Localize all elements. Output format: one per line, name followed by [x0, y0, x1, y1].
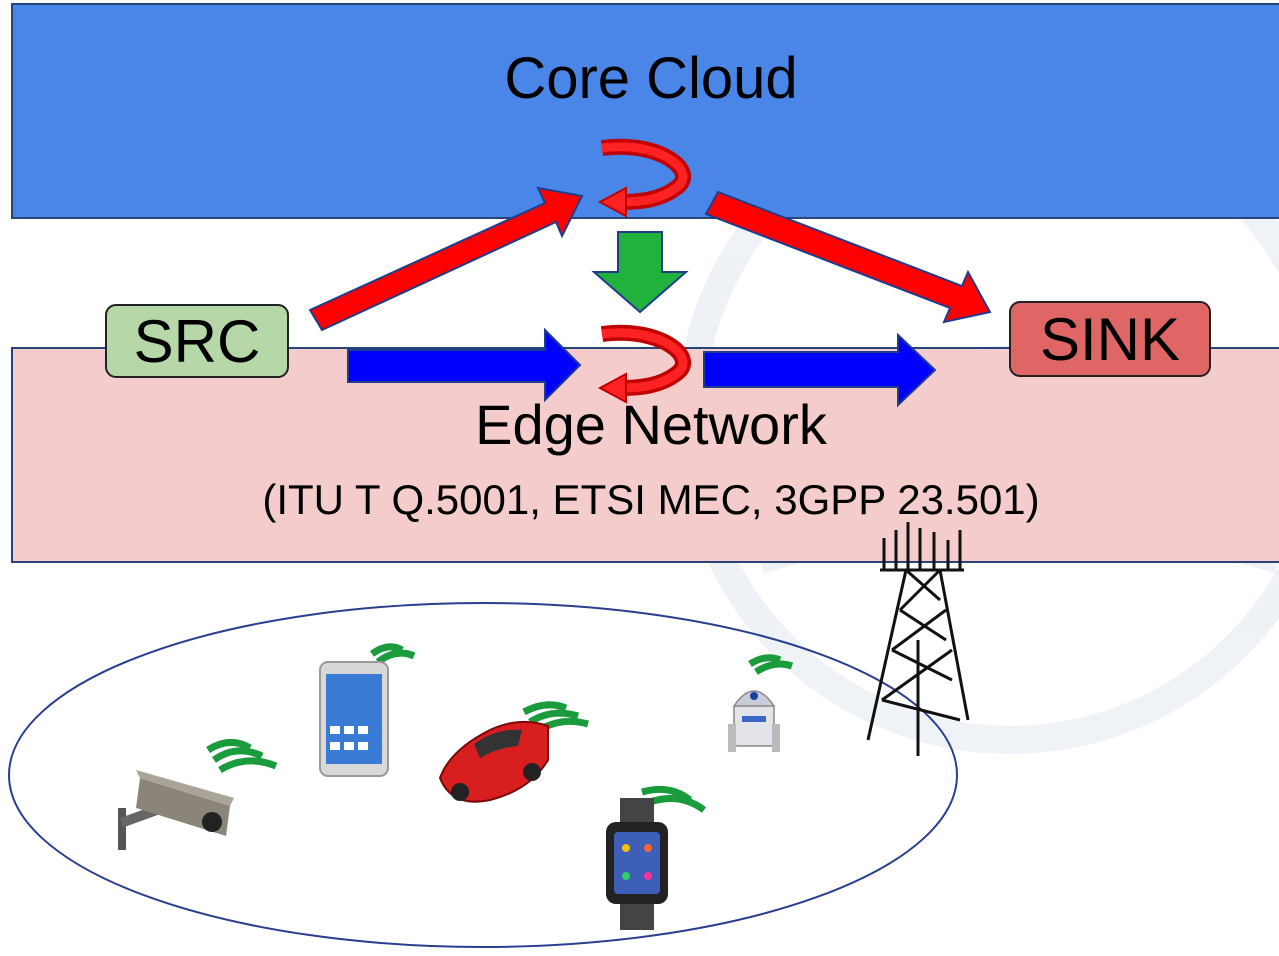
core-cloud-layer: [11, 3, 1279, 219]
robot-icon: [728, 690, 780, 752]
sink-node: SINK: [1009, 301, 1211, 377]
device-area-ellipse: [8, 602, 958, 948]
wifi-signals: [206, 643, 794, 813]
core-cloud-label: Core Cloud: [504, 46, 797, 111]
core-to-edge-arrow: [591, 231, 689, 314]
sink-label: SINK: [1040, 306, 1180, 373]
core-to-sink-arrow: [704, 190, 992, 324]
core-loop-icon: [597, 138, 691, 218]
edge-loop-icon: [597, 324, 691, 404]
src-label: SRC: [134, 308, 261, 375]
smartphone-icon: [319, 661, 389, 777]
src-node: SRC: [105, 304, 289, 378]
src-to-edge-arrow: [347, 327, 582, 403]
smartwatch-icon: [606, 798, 668, 930]
edge-to-sink-arrow: [703, 332, 937, 408]
cell-tower-icon: [866, 522, 970, 756]
edge-standards-label: (ITU T Q.5001, ETSI MEC, 3GPP 23.501): [262, 476, 1039, 523]
car-icon: [438, 720, 549, 803]
camera-icon: [118, 770, 234, 850]
edge-network-label: Edge Network: [475, 393, 828, 456]
src-to-core-arrow: [308, 186, 584, 332]
